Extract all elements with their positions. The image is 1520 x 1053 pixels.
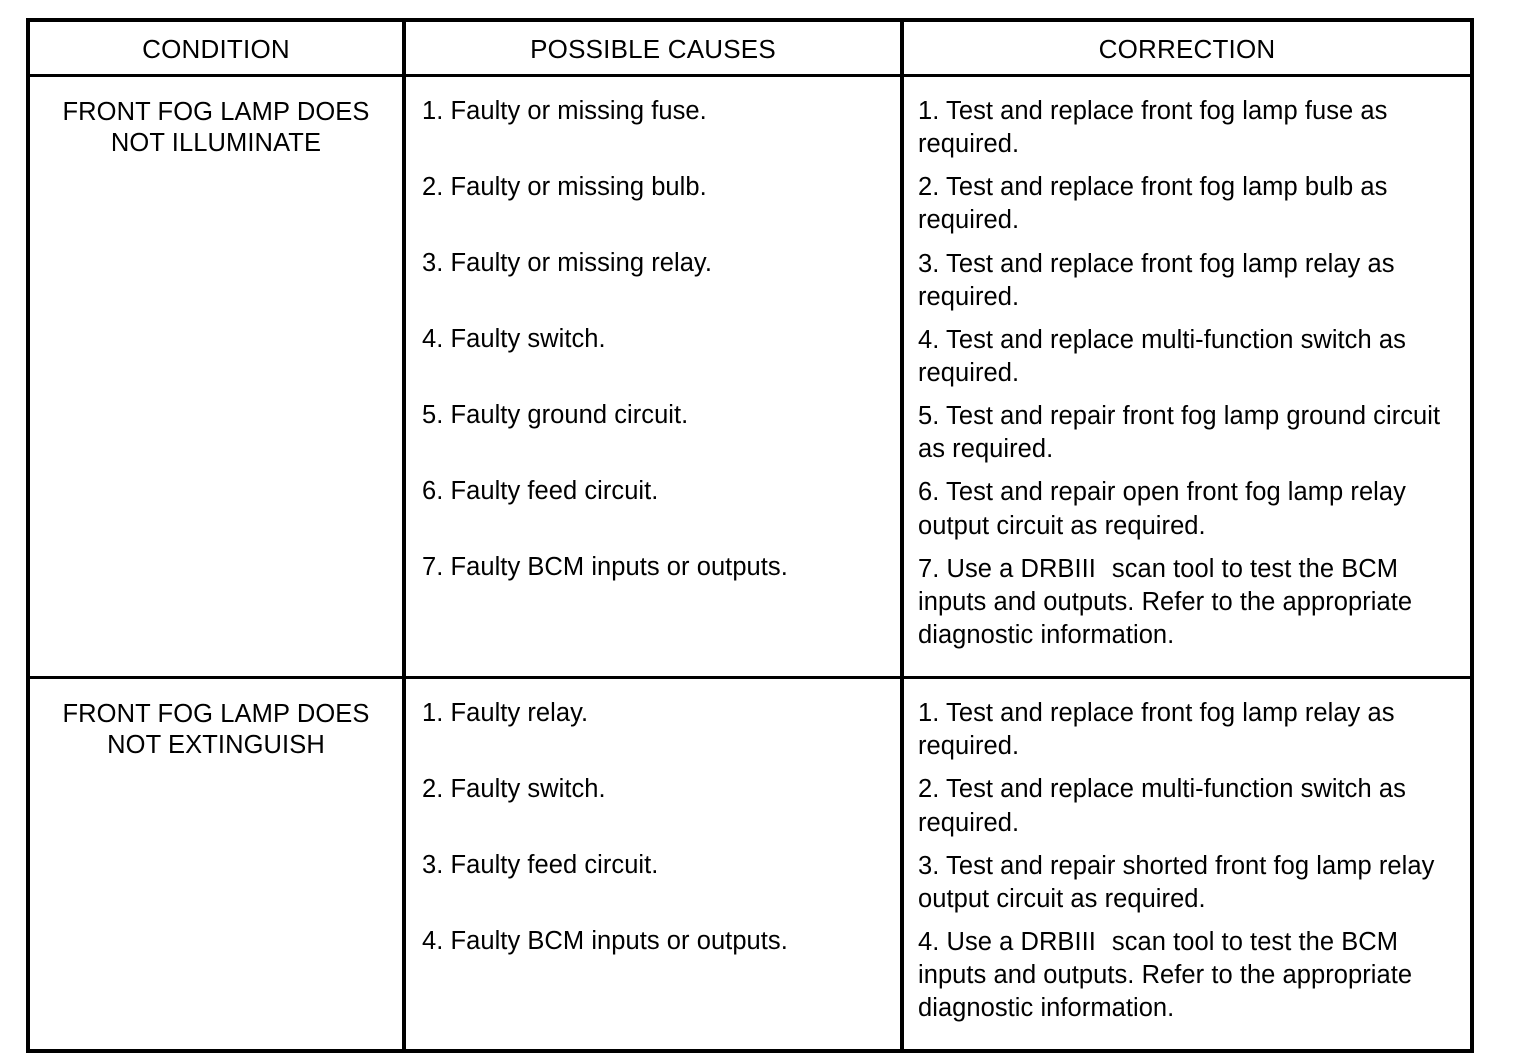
- list-item: 2. Test and replace multi-function switc…: [918, 773, 1460, 839]
- column-header-correction: CORRECTION: [900, 20, 1474, 77]
- correction-text: 1. Test and replace front fog lamp fuse …: [918, 97, 1388, 159]
- condition-label: FRONT FOG LAMP DOES NOT ILLUMINATE: [30, 77, 402, 159]
- list-item: 3. Faulty feed circuit.: [422, 851, 659, 880]
- table-body: FRONT FOG LAMP DOES NOT ILLUMINATE 1. Fa…: [26, 75, 1474, 1052]
- list-item: 1. Faulty or missing fuse.: [422, 97, 707, 125]
- causes-cell: 1. Faulty or missing fuse. 2. Faulty or …: [402, 75, 904, 678]
- list-item: 1. Faulty relay.: [422, 699, 589, 728]
- condition-line-1: FRONT FOG LAMP DOES: [62, 700, 370, 729]
- condition-cell: FRONT FOG LAMP DOES NOT EXTINGUISH: [26, 676, 406, 1052]
- column-header-possible-causes: POSSIBLE CAUSES: [402, 20, 904, 77]
- correction-text: 6. Test and repair open front fog lamp r…: [918, 478, 1406, 540]
- causes-cell: 1. Faulty relay. 2. Faulty switch. 3. Fa…: [402, 676, 904, 1052]
- list-item: 1. Test and replace front fog lamp relay…: [918, 697, 1460, 763]
- list-item: 5. Test and repair front fog lamp ground…: [918, 400, 1460, 466]
- condition-label: FRONT FOG LAMP DOES NOT EXTINGUISH: [30, 679, 402, 761]
- table-header: CONDITION POSSIBLE CAUSES CORRECTION: [26, 20, 1474, 77]
- list-item: 2. Test and replace front fog lamp bulb …: [918, 171, 1460, 237]
- header-row: CONDITION POSSIBLE CAUSES CORRECTION: [26, 20, 1474, 77]
- condition-line-2: NOT ILLUMINATE: [110, 129, 322, 158]
- condition-cell: FRONT FOG LAMP DOES NOT ILLUMINATE: [26, 75, 406, 678]
- causes-list: 1. Faulty or missing fuse. 2. Faulty or …: [406, 77, 900, 608]
- correction-text: 5. Test and repair front fog lamp ground…: [918, 402, 1441, 464]
- correction-cell: 1. Test and replace front fog lamp fuse …: [900, 75, 1474, 678]
- list-item: 3. Faulty or missing relay.: [422, 249, 712, 277]
- list-item: 2. Faulty switch.: [422, 775, 606, 804]
- correction-cell: 1. Test and replace front fog lamp relay…: [900, 676, 1474, 1052]
- list-item: 4. Faulty switch.: [422, 325, 606, 353]
- correction-text-post: scan tool to test the BCM inputs and out…: [918, 554, 1413, 649]
- condition-line-2: NOT EXTINGUISH: [107, 731, 325, 760]
- list-item: 3. Test and repair shorted front fog lam…: [918, 850, 1460, 916]
- correction-text-pre: 7. Use a DRBIII: [918, 554, 1096, 583]
- correction-text: 3. Test and repair shorted front fog lam…: [918, 851, 1435, 913]
- table-row: FRONT FOG LAMP DOES NOT ILLUMINATE 1. Fa…: [26, 75, 1474, 678]
- list-item: 5. Faulty ground circuit.: [422, 401, 689, 429]
- causes-list: 1. Faulty relay. 2. Faulty switch. 3. Fa…: [406, 679, 900, 982]
- list-item: 2. Faulty or missing bulb.: [422, 173, 707, 201]
- correction-text: 3. Test and replace front fog lamp relay…: [918, 249, 1395, 311]
- correction-text: 4. Test and replace multi-function switc…: [918, 325, 1406, 387]
- list-item: 1. Test and replace front fog lamp fuse …: [918, 95, 1460, 161]
- list-item: 6. Test and repair open front fog lamp r…: [918, 476, 1460, 542]
- table-row: FRONT FOG LAMP DOES NOT EXTINGUISH 1. Fa…: [26, 676, 1474, 1052]
- list-item: 7. Faulty BCM inputs or outputs.: [422, 553, 788, 581]
- correction-list: 1. Test and replace front fog lamp relay…: [904, 679, 1470, 1049]
- condition-line-1: FRONT FOG LAMP DOES: [62, 98, 370, 126]
- correction-text-pre: 4. Use a DRBIII: [918, 927, 1096, 956]
- column-header-condition: CONDITION: [26, 20, 406, 77]
- list-item: 4. Test and replace multi-function switc…: [918, 324, 1460, 390]
- list-item: 3. Test and replace front fog lamp relay…: [918, 248, 1460, 314]
- correction-text: 1. Test and replace front fog lamp relay…: [918, 699, 1395, 761]
- correction-list: 1. Test and replace front fog lamp fuse …: [904, 77, 1470, 676]
- correction-text: 2. Test and replace front fog lamp bulb …: [918, 173, 1388, 235]
- correction-text-post: scan tool to test the BCM inputs and out…: [918, 927, 1413, 1023]
- correction-text: 2. Test and replace multi-function switc…: [918, 775, 1406, 837]
- list-item: 4. Faulty BCM inputs or outputs.: [422, 927, 788, 956]
- list-item: 6. Faulty feed circuit.: [422, 477, 659, 505]
- diagnostic-table: CONDITION POSSIBLE CAUSES CORRECTION FRO…: [26, 18, 1474, 1053]
